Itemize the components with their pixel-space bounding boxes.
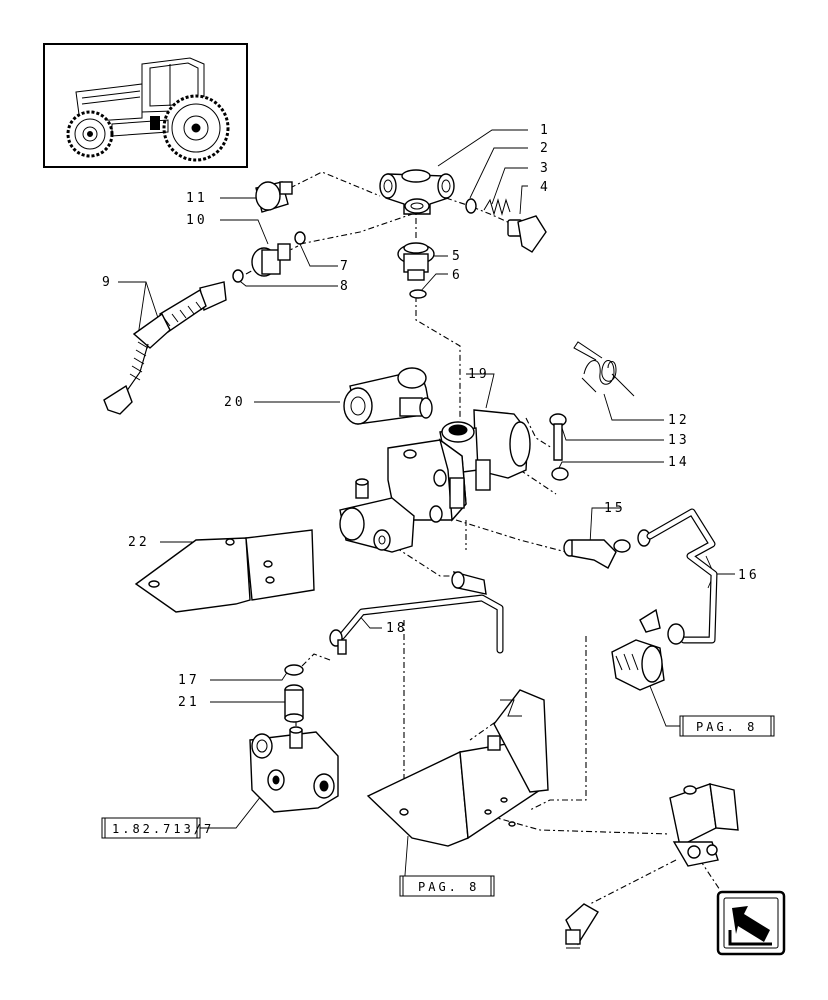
part-11-cap — [255, 181, 293, 213]
callout-labels: 1 2 3 4 5 6 7 8 9 10 11 12 13 14 15 16 1… — [102, 123, 760, 710]
callout-14: 14 — [668, 455, 690, 470]
reference-box-solenoid[interactable]: PAG. 8 — [679, 715, 775, 737]
callout-8: 8 — [340, 279, 351, 294]
next-page-arrow-icon[interactable] — [716, 890, 786, 956]
callout-12: 12 — [668, 413, 690, 428]
part-21-nipple — [284, 684, 304, 723]
part-9-hose — [103, 281, 227, 415]
elbow-fitting — [565, 903, 599, 949]
part-16-pipe — [646, 508, 718, 645]
reference-box-bracket[interactable]: PAG. 8 — [399, 875, 495, 897]
tractor-thumbnail-icon — [43, 43, 248, 168]
callout-9: 9 — [102, 275, 113, 290]
callout-4: 4 — [540, 180, 551, 195]
ref-bracket-label: PAG. 8 — [418, 880, 479, 894]
distribution-block — [249, 726, 339, 813]
part-14-washer — [551, 467, 569, 481]
part-8-washer — [232, 269, 244, 283]
mounting-bracket — [366, 689, 549, 847]
part-12-spring-clip — [573, 341, 635, 397]
part-6-o-ring — [409, 289, 427, 299]
solenoid-valve — [611, 608, 739, 867]
part-20-tee — [343, 367, 433, 425]
part-2-washer — [465, 198, 477, 214]
part-5-union — [397, 242, 435, 281]
part-7-o-ring — [294, 231, 306, 245]
callout-15: 15 — [604, 501, 626, 516]
leader-lines — [118, 129, 735, 889]
part-22-bracket — [134, 529, 315, 613]
callout-5: 5 — [452, 249, 463, 264]
reference-box-block[interactable]: 1.82.713/7 — [101, 817, 214, 839]
part-19-valve — [339, 409, 531, 553]
callout-3: 3 — [540, 161, 551, 176]
ref-solenoid-label: PAG. 8 — [696, 720, 757, 734]
part-17-o-ring — [284, 664, 304, 676]
callout-11: 11 — [186, 191, 208, 206]
callout-7: 7 — [340, 259, 351, 274]
part-10-union — [251, 243, 291, 277]
callout-10: 10 — [186, 213, 208, 228]
callout-19: 19 — [468, 367, 490, 382]
callout-22: 22 — [128, 535, 150, 550]
callout-20: 20 — [224, 395, 246, 410]
part-13-bolt — [549, 413, 567, 461]
callout-16: 16 — [738, 568, 760, 583]
callout-13: 13 — [668, 433, 690, 448]
part-15-elbow — [563, 529, 651, 569]
callout-18: 18 — [386, 621, 408, 636]
part-18-pipe — [329, 571, 504, 655]
callout-1: 1 — [540, 123, 551, 138]
callout-17: 17 — [178, 673, 200, 688]
part-4-plug — [507, 215, 547, 253]
ref-block-label: 1.82.713/7 — [112, 822, 214, 836]
callout-2: 2 — [540, 141, 551, 156]
part-1-cross-fitting — [379, 169, 455, 215]
part-3-spring — [483, 198, 511, 216]
callout-6: 6 — [452, 268, 463, 283]
callout-21: 21 — [178, 695, 200, 710]
